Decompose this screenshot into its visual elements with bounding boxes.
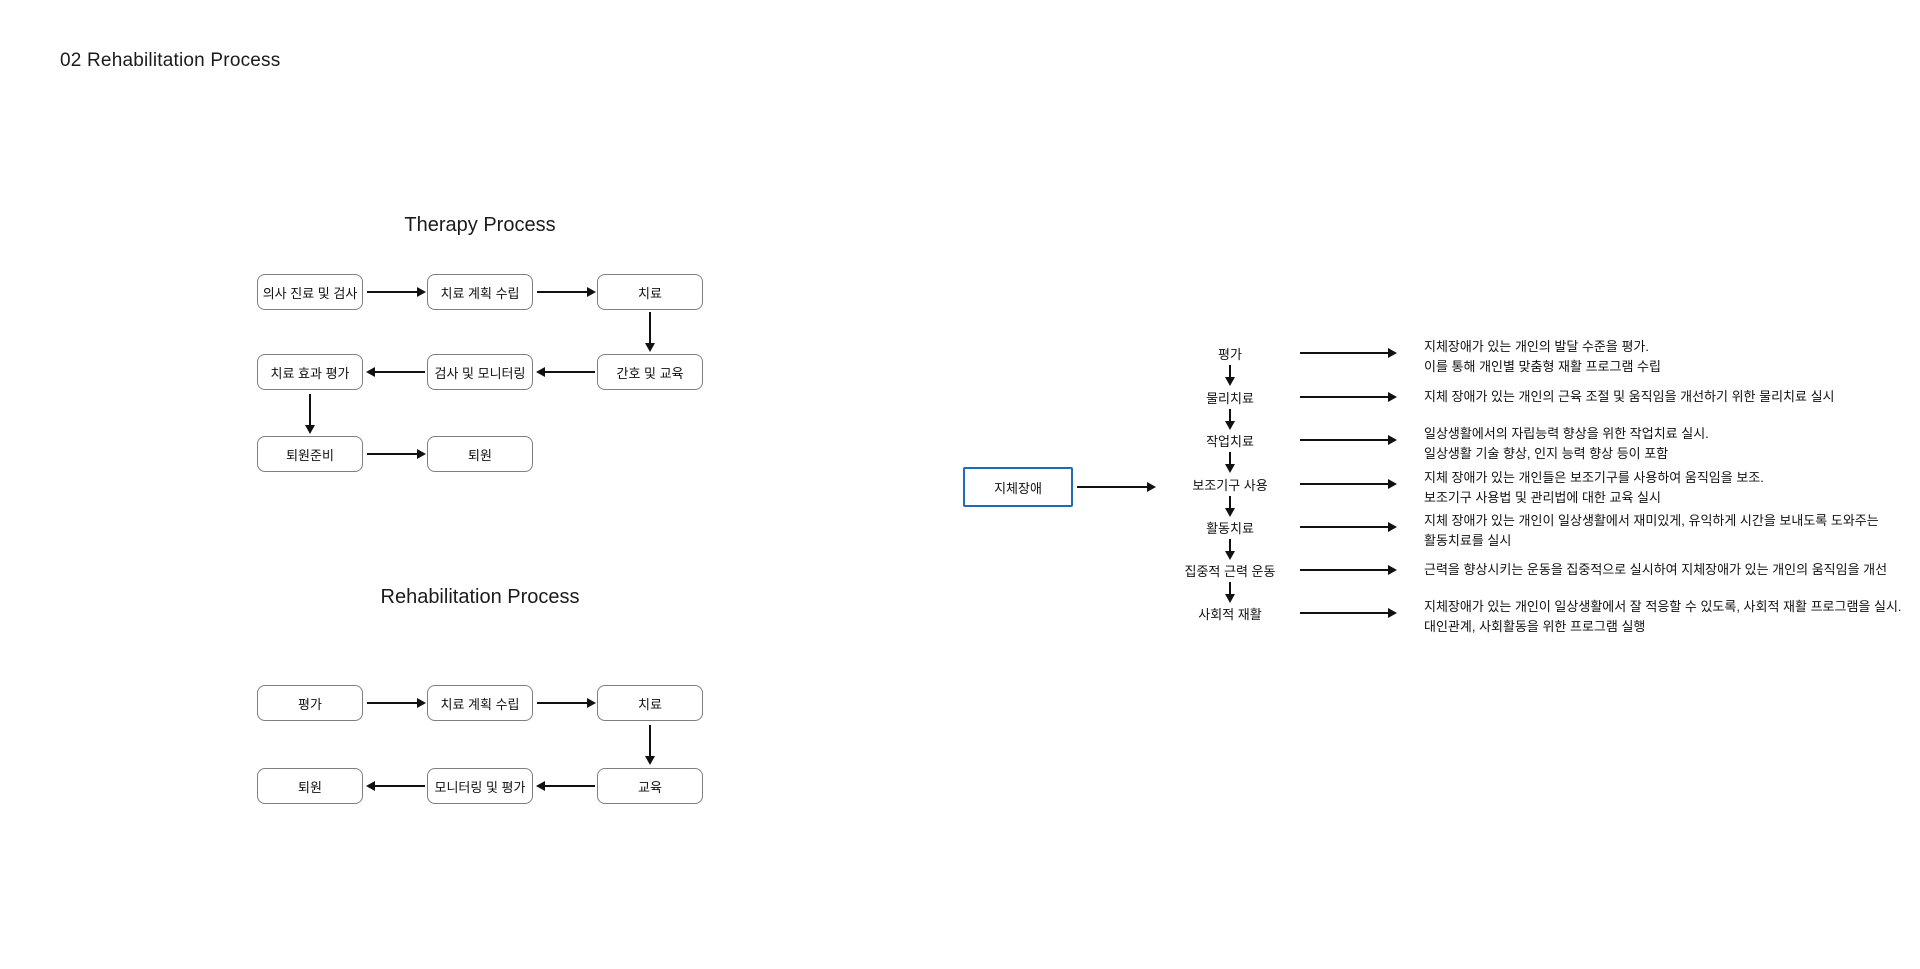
flow-arrow-down [1225,582,1235,603]
flow-arrow-left [536,367,595,377]
rehab-node-monitoring-eval: 모니터링 및 평가 [427,768,533,804]
step-label-strength-exercise: 집중적 근력 운동 [1184,564,1276,579]
rehab-node-education: 교육 [597,768,703,804]
step-label-activity-therapy: 활동치료 [1206,521,1254,536]
therapy-node-doctor-exam: 의사 진료 및 검사 [257,274,363,310]
flow-arrow-down [1225,539,1235,560]
therapy-process-title: Therapy Process [404,214,556,236]
flow-arrow-down [1225,409,1235,430]
disability-source-node: 지체장애 [963,467,1073,507]
flow-arrow-right [537,698,596,708]
flow-arrow-right [367,698,426,708]
rehabilitation-process-title: Rehabilitation Process [380,586,580,608]
step-description-activity-therapy: 지체 장애가 있는 개인이 일상생활에서 재미있게, 유익하게 시간을 보내도록… [1424,513,1879,548]
step-description-physical-therapy: 지체 장애가 있는 개인의 근육 조절 및 움직임을 개선하기 위한 물리치료 … [1424,389,1835,404]
step-description-evaluation: 지체장애가 있는 개인의 발달 수준을 평가. 이를 통해 개인별 맞춤형 재활… [1424,339,1661,374]
step-label-physical-therapy: 물리치료 [1206,391,1254,406]
flow-arrow-down [1225,365,1235,386]
flow-arrow-right [1300,479,1397,489]
rehab-node-discharge: 퇴원 [257,768,363,804]
flow-arrow-right [1300,392,1397,402]
step-label-evaluation: 평가 [1218,347,1242,362]
flow-arrow-down [1225,452,1235,473]
therapy-node-nursing-education: 간호 및 교육 [597,354,703,390]
flow-arrow-right [367,287,426,297]
step-description-strength-exercise: 근력을 향상시키는 운동을 집중적으로 실시하여 지체장애가 있는 개인의 움직… [1424,562,1888,577]
flow-arrow-down [645,312,655,352]
page-title: 02 Rehabilitation Process [60,50,281,71]
rehab-node-treatment: 치료 [597,685,703,721]
flow-arrow-right [1300,522,1397,532]
flow-arrow-down [305,394,315,434]
step-description-assistive-devices: 지체 장애가 있는 개인들은 보조기구를 사용하여 움직임을 보조. 보조기구 … [1424,470,1764,505]
rehab-node-treatment-plan: 치료 계획 수립 [427,685,533,721]
flow-arrow-left [366,781,425,791]
step-label-assistive-devices: 보조기구 사용 [1192,478,1268,493]
flow-arrow-down [1225,496,1235,517]
flow-arrow-right [1077,482,1156,492]
step-label-occupational-therapy: 작업치료 [1206,434,1254,449]
flow-arrow-right [1300,565,1397,575]
flow-arrow-right [1300,435,1397,445]
therapy-node-treatment-plan: 치료 계획 수립 [427,274,533,310]
flow-arrow-down [645,725,655,765]
flow-arrow-right [537,287,596,297]
step-description-social-rehab: 지체장애가 있는 개인이 일상생활에서 잘 적응할 수 있도록, 사회적 재활 … [1424,599,1902,634]
therapy-node-treatment: 치료 [597,274,703,310]
rehab-node-evaluation: 평가 [257,685,363,721]
flow-arrow-left [536,781,595,791]
therapy-node-discharge: 퇴원 [427,436,533,472]
flow-arrow-right [367,449,426,459]
step-label-social-rehab: 사회적 재활 [1198,607,1262,622]
step-description-occupational-therapy: 일상생활에서의 자립능력 향상을 위한 작업치료 실시. 일상생활 기술 향상,… [1424,426,1709,461]
therapy-node-exam-monitoring: 검사 및 모니터링 [427,354,533,390]
flow-arrow-right [1300,348,1397,358]
flow-arrow-left [366,367,425,377]
therapy-node-effect-eval: 치료 효과 평가 [257,354,363,390]
flow-arrow-right [1300,608,1397,618]
therapy-node-discharge-prep: 퇴원준비 [257,436,363,472]
